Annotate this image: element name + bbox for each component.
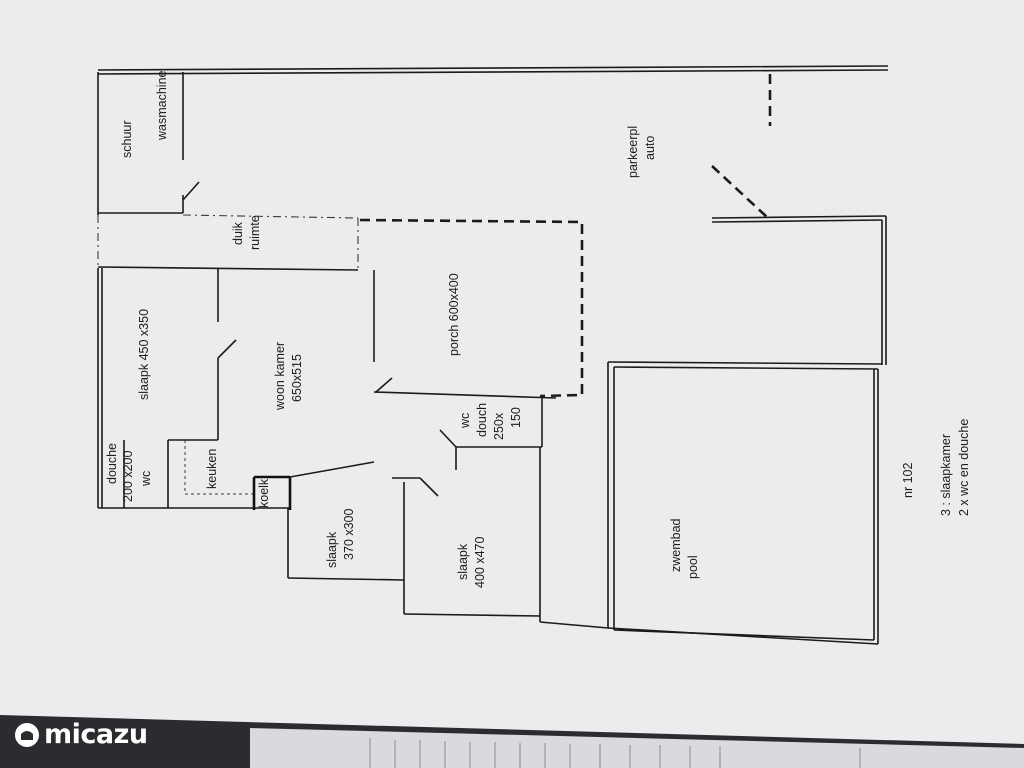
- plan-notes: nr 102 3 : slaapkamer 2 x wc en douche: [901, 419, 971, 516]
- porch-boundary: [359, 218, 584, 398]
- living-top-wall: [97, 266, 359, 271]
- label-douch: douch: [475, 403, 489, 437]
- label-woon-size: 650x515: [290, 354, 304, 402]
- receipt-scribbles: [369, 738, 861, 768]
- paper-sheet: [0, 0, 1024, 744]
- duik-boundary: [182, 214, 359, 219]
- label-slaapk2-size: 370 x300: [342, 509, 356, 560]
- note-line2: 2 x wc en douche: [957, 419, 971, 516]
- label-slaapk3: slaapk: [456, 543, 470, 580]
- label-slaapk-main: slaapk 450 x350: [137, 309, 151, 400]
- parking-walls: [711, 215, 887, 365]
- label-wasmachine: wasmachine: [155, 70, 169, 141]
- label-zwembad: zwembad: [669, 518, 683, 572]
- slaapk-400-walls: [403, 447, 541, 622]
- outer-top-wall: [97, 65, 889, 75]
- brand-name: micazu: [44, 719, 148, 750]
- label-keuken: keuken: [205, 449, 219, 489]
- wc-douch-walls: [439, 396, 543, 470]
- pool-area-walls: [539, 361, 883, 645]
- receipt-paper: [250, 728, 1024, 768]
- gate-dash-diagonal: [711, 165, 769, 219]
- label-parkeerpl: parkeerpl: [626, 126, 640, 178]
- micazu-logo-icon: [15, 723, 39, 747]
- room-labels: schuur wasmachine parkeerpl auto duik ru…: [105, 70, 700, 588]
- note-nr: nr 102: [901, 463, 915, 498]
- label-slaapk2: slaapk: [325, 531, 339, 568]
- label-pool: pool: [686, 555, 700, 579]
- slaapk-main-walls: [123, 268, 237, 508]
- label-douch-size2: 150: [509, 407, 523, 428]
- label-koelk: koelk: [257, 478, 271, 508]
- keuken-counter: [184, 440, 254, 495]
- label-douch-size1: 250x: [492, 412, 506, 440]
- label-slaapk3-size: 400 x470: [473, 537, 487, 588]
- label-woon-kamer: woon kamer: [273, 342, 287, 411]
- label-duik: duik: [231, 221, 245, 245]
- schuur-walls: [98, 72, 200, 214]
- label-wc1: wc: [458, 413, 472, 429]
- koelk-box: [252, 475, 292, 510]
- left-outer-wall: [97, 72, 103, 508]
- label-douche: douche: [105, 443, 119, 484]
- label-porch: porch 600x400: [447, 273, 461, 356]
- label-ruimte: ruimte: [248, 215, 262, 250]
- corridor-walls: [289, 461, 439, 497]
- label-douche-size: 200 x200: [121, 451, 135, 502]
- note-line1: 3 : slaapkamer: [939, 434, 953, 516]
- label-auto: auto: [643, 136, 657, 160]
- label-schuur: schuur: [120, 120, 134, 158]
- woon-kamer-walls: [373, 270, 557, 399]
- label-wc2: wc: [139, 471, 153, 487]
- slaapk-370-walls: [287, 482, 405, 614]
